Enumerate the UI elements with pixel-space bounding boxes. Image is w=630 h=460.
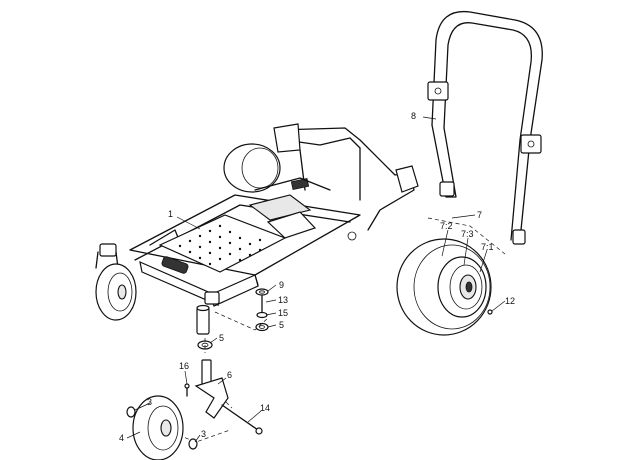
rear-drive-wheel [396,238,493,336]
leader-lines [126,116,506,443]
callout-13: 13 [278,295,288,305]
callout-7-2: 7:2 [440,221,453,231]
callout-5-lower: 5 [219,333,224,343]
callout-16: 16 [179,361,189,371]
callout-15: 15 [278,308,288,318]
floor-plate-holes [178,224,262,266]
callout-4: 4 [119,433,124,443]
callouts: 1 8 7 7:2 7:3 7:1 12 9 13 15 5 5 6 16 3 … [119,111,515,443]
callout-5-upper: 5 [279,320,284,330]
callout-8: 8 [411,111,416,121]
front-caster-wheel-exploded [126,395,198,460]
callout-9: 9 [279,280,284,290]
callout-3-lower: 3 [201,429,206,439]
callout-14: 14 [260,403,270,413]
callout-1: 1 [168,209,173,219]
callout-6: 6 [227,370,232,380]
main-frame [99,123,419,307]
callout-7: 7 [477,210,482,220]
callout-3-upper: 3 [147,397,152,407]
callout-12: 12 [505,296,515,306]
front-caster-wheel-installed [95,251,137,321]
callout-7-1: 7:1 [481,242,494,252]
roll-bar [427,10,543,245]
caster-yoke-assembly [184,288,269,435]
callout-7-3: 7:3 [461,229,474,239]
